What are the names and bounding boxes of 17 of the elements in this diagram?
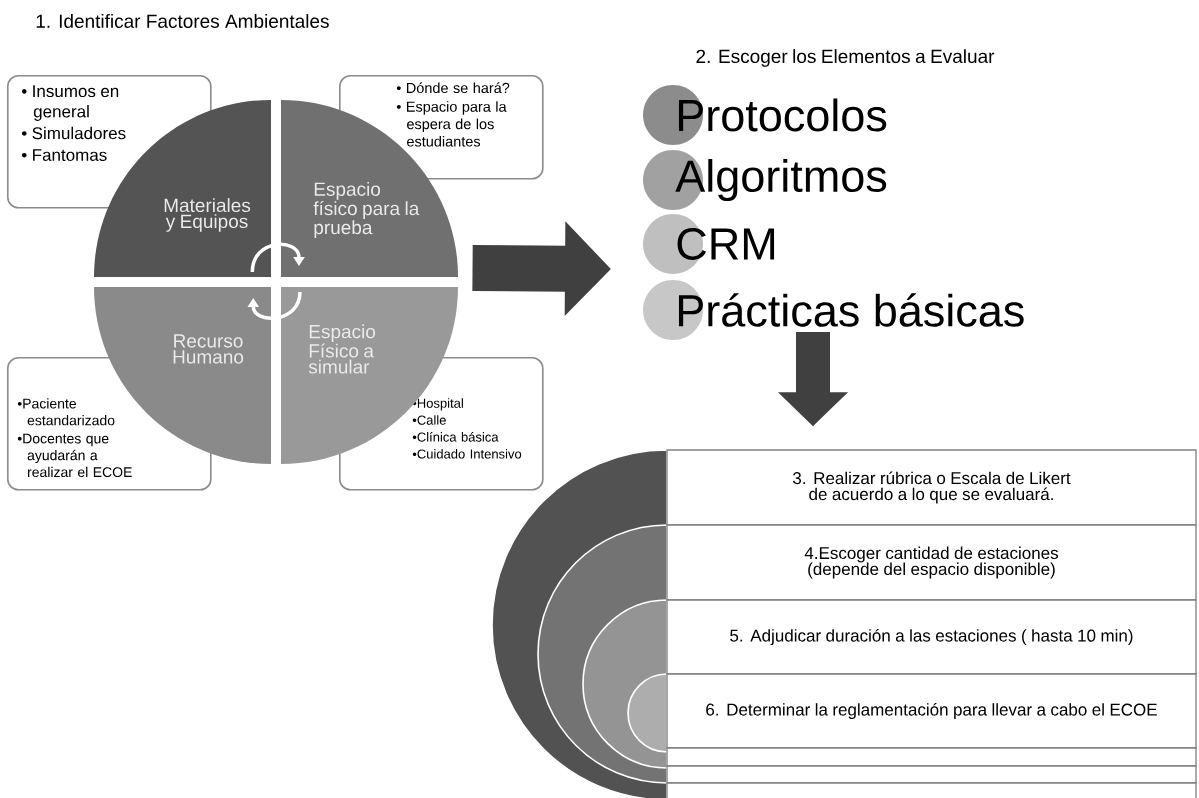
heading: 2. Escoger los Elementos a Evaluar	[696, 49, 995, 67]
list-item: Prácticas básicas	[643, 280, 1024, 340]
node-label: Prácticas básicas	[678, 293, 1024, 327]
curved-arrow	[250, 242, 305, 273]
step-row: 4.Escoger cantidad de estaciones (depende del espacio disponible)	[666, 524, 1197, 601]
step-row: 3. Realizar rúbrica o Escala de Likert de acuerdo a lo que se evaluará.	[666, 449, 1197, 526]
node-label: Algoritmos	[675, 159, 887, 201]
empty-row	[666, 782, 1197, 798]
list-item: Protocolos	[643, 85, 887, 145]
list-item: CRM	[643, 214, 775, 274]
node-label: Protocolos	[678, 98, 887, 132]
list-item: Algoritmos	[643, 150, 887, 210]
step-row: 5. Adjudicar duración a las estaciones ( hasta 10 min)	[666, 599, 1197, 675]
empty-row	[666, 747, 1197, 767]
empty-row	[666, 765, 1197, 784]
heading: 1. Identificar Factores Ambientales	[36, 14, 329, 28]
curved-arrow	[247, 291, 302, 320]
